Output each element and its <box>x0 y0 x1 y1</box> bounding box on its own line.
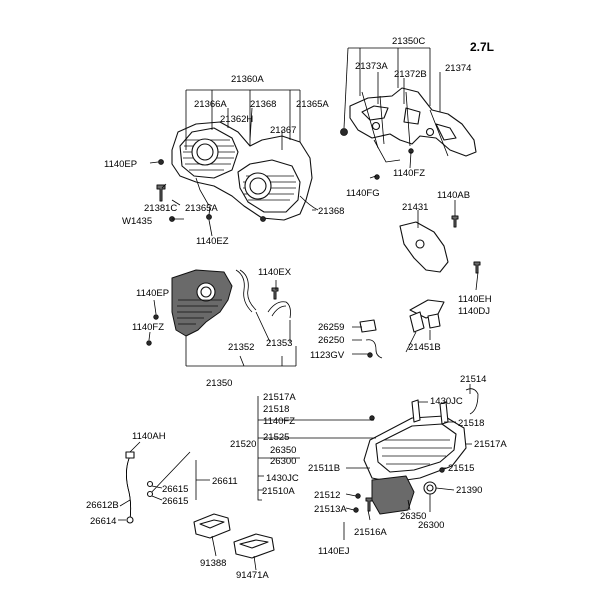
label-1140fz-c: 1140FZ <box>263 416 295 427</box>
timing-belt-cover-assembly[interactable] <box>156 121 319 222</box>
label-21525: 21525 <box>263 432 289 443</box>
label-21350: 21350 <box>206 378 232 389</box>
tensioner-bracket[interactable] <box>399 215 481 274</box>
label-1140ep-a: 1140EP <box>104 159 137 170</box>
label-1140ah: 1140AH <box>132 431 166 442</box>
engine-variant-title: 2.7L <box>470 40 494 54</box>
oil-level-gauge[interactable] <box>125 451 191 524</box>
label-21518-b: 21518 <box>458 418 484 429</box>
label-26350-a: 26350 <box>270 445 296 456</box>
label-91388: 91388 <box>200 558 226 569</box>
label-21352: 21352 <box>228 342 254 353</box>
label-w1435: W1435 <box>122 216 152 227</box>
label-21374: 21374 <box>445 63 471 74</box>
label-1123gv: 1123GV <box>310 350 345 361</box>
bracket-91471a[interactable] <box>233 533 275 559</box>
label-26615-b: 26615 <box>162 496 188 507</box>
label-26259: 26259 <box>318 322 344 333</box>
label-1140ej: 1140EJ <box>318 546 350 557</box>
label-21515: 21515 <box>448 463 474 474</box>
label-21365a-b: 21365A <box>185 203 218 214</box>
label-21366a: 21366A <box>194 99 227 110</box>
label-1140eh: 1140EH <box>458 294 492 305</box>
label-26300-b: 26300 <box>418 520 444 531</box>
label-26611: 26611 <box>212 476 238 487</box>
label-21368-b: 21368 <box>318 206 344 217</box>
label-21373a: 21373A <box>355 61 388 72</box>
label-21514: 21514 <box>460 374 486 385</box>
label-21365a-a: 21365A <box>296 99 329 110</box>
label-21451b: 21451B <box>408 342 441 353</box>
label-26250: 26250 <box>318 335 344 346</box>
label-21390: 21390 <box>456 485 482 496</box>
label-1140fz-b: 1140FZ <box>132 322 164 333</box>
label-21512: 21512 <box>314 490 340 501</box>
label-21362h: 21362H <box>220 114 253 125</box>
label-21511b: 21511B <box>308 463 340 474</box>
label-21381c: 21381C <box>144 203 177 214</box>
label-1140fg: 1140FG <box>346 188 380 199</box>
label-21372b: 21372B <box>394 69 427 80</box>
rear-timing-cover[interactable] <box>340 87 477 180</box>
label-1140ep-b: 1140EP <box>136 288 169 299</box>
label-21518-a: 21518 <box>263 404 289 415</box>
label-21517a-a: 21517A <box>263 392 296 403</box>
label-21353: 21353 <box>266 338 292 349</box>
label-21513a: 21513A <box>314 504 347 515</box>
label-26300-a: 26300 <box>270 456 296 467</box>
label-26612b: 26612B <box>86 500 119 511</box>
label-1430jc-a: 1430JC <box>430 396 463 407</box>
label-21431: 21431 <box>402 202 428 213</box>
label-21516a: 21516A <box>354 527 387 538</box>
label-1430jc-b: 1430JC <box>266 473 299 484</box>
label-26350-b: 26350 <box>400 511 426 522</box>
oil-pressure-switch[interactable] <box>359 319 383 359</box>
label-21517a-b: 21517A <box>474 439 507 450</box>
label-21510a: 21510A <box>262 486 295 497</box>
bracket-91388[interactable] <box>193 513 231 539</box>
label-21350c: 21350C <box>392 36 425 47</box>
label-21367: 21367 <box>270 125 296 136</box>
label-21368-a: 21368 <box>250 99 276 110</box>
label-21520: 21520 <box>230 439 256 450</box>
label-1140ab: 1140AB <box>437 190 470 201</box>
label-21360a: 21360A <box>231 74 264 85</box>
oil-level-sensor-bracket[interactable] <box>409 299 445 333</box>
label-1140ez: 1140EZ <box>196 236 229 247</box>
label-26615-a: 26615 <box>162 484 188 495</box>
label-1140ex: 1140EX <box>258 267 292 278</box>
leader-lines <box>118 47 479 571</box>
label-1140fz-a: 1140FZ <box>393 168 425 179</box>
label-26614: 26614 <box>90 516 116 527</box>
label-1140dj: 1140DJ <box>458 306 490 317</box>
timing-chain-cover[interactable] <box>146 269 291 346</box>
part-labels: 21350C 21373A 21372B 21374 1140FZ 1140FG… <box>86 36 507 581</box>
label-91471a: 91471A <box>236 570 269 581</box>
